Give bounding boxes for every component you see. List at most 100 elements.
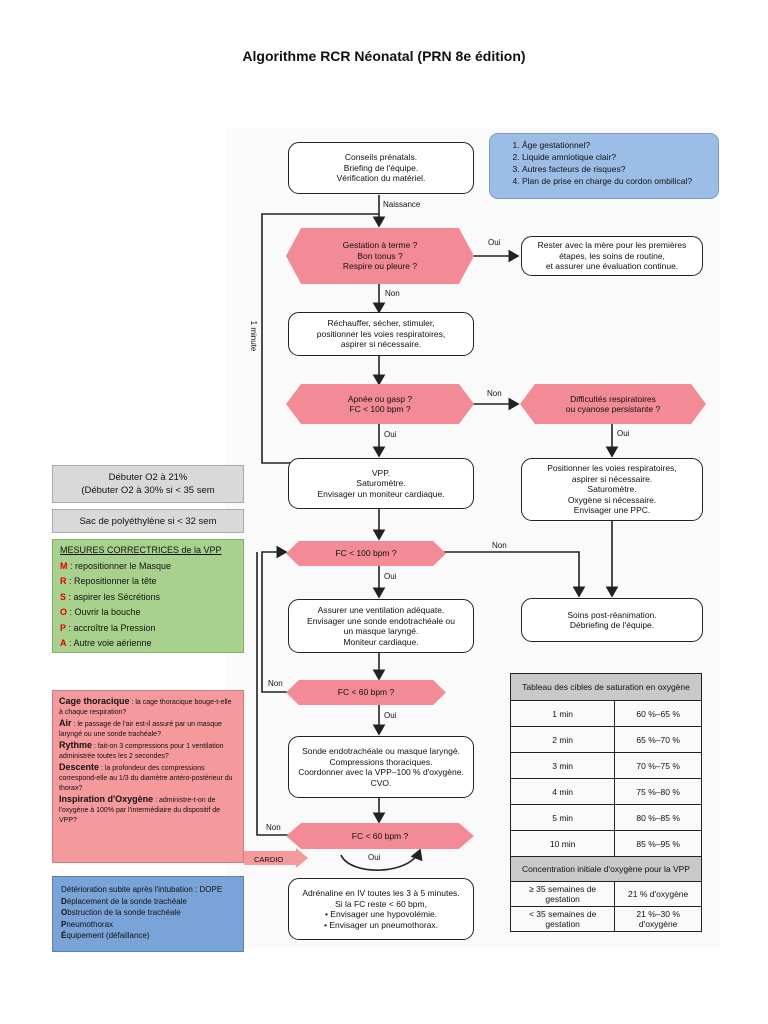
adrenaline-box: Adrénaline en IV toutes les 3 à 5 minute… [288,878,474,940]
table-cell: 21 % d'oxygène [614,881,702,907]
cardio-item: Cage thoracique : la cage thoracique bou… [59,696,237,718]
table-cell: 80 %–85 % [614,804,702,831]
mr-sopa-item: A : Autre voie aérienne [60,636,236,652]
cardio-box: Cage thoracique : la cage thoracique bou… [52,690,244,863]
table-cell: < 35 semaines de gestation [509,906,616,932]
cardio-key: Cage thoracique [59,696,130,706]
mr-sopa-text: : accroître la Pression [66,622,156,633]
box-line: Saturomètre. [356,478,406,489]
cardio-text: : administre-t-on de l'oxygène à 100% pa… [59,797,221,824]
dope-item: Déplacement de la sonde trachéale [61,896,235,908]
box-line: • Envisager un pneumothorax. [323,919,438,930]
cardio-key: Rythme [59,740,93,750]
ventilation-box: Assurer une ventilation adéquate. Envisa… [288,599,474,653]
cardio-label: CARDIO [254,855,284,864]
box-line: Réchauffer, sécher, stimuler, [327,318,435,329]
dope-text: bstruction de la sonde trachéale [67,908,181,917]
decision-line: Gestation à terme ? [342,240,418,251]
table-cell: 60 %–65 % [614,700,702,727]
decision-line: ou cyanose persistante ? [565,404,661,414]
position-box: Positionner les voies respiratoires, asp… [521,458,703,521]
mr-sopa-text: : Repositionner la tête [66,576,157,586]
decision-line: Bon tonus ? [357,250,403,261]
box-line: Sonde endotrachéale ou masque laryngé. [302,746,460,756]
cardio-item: Air : le passage de l'air est-il assuré … [59,718,237,740]
mr-sopa-text: : aspirer les Sécrétions [66,591,161,602]
question-item: Liquide amniotique clair? [522,151,710,163]
dope-letter: É [61,931,67,940]
box-line: Oxygène si nécessaire. [567,494,657,505]
question-item: Plan de prise en charge du cordon ombili… [522,175,710,187]
box-line: Envisager une sonde endotrachéale ou [307,615,455,626]
dope-box: Détérioration subite après l'intubation … [52,876,244,952]
prenatal-box: Conseils prénatals. Briefing de l'équipe… [288,142,474,194]
arrow-q5-loop [261,545,288,693]
dope-text: quipement (défaillance) [66,931,150,940]
table-cell: 85 %–95 % [614,830,702,857]
non-label: Non [487,389,502,398]
dope-item: Pneumothorax [61,919,235,931]
mr-sopa-text: : Ouvrir la bouche [67,607,141,617]
oui-label: Oui [617,429,630,438]
table-cell: 2 min [509,726,616,753]
table-cell: 21 %–30 % d'oxygène [614,906,702,932]
table-cell: 1 min [509,700,616,727]
decision-apnea: Apnée ou gasp ? FC < 100 bpm ? [286,384,474,424]
cardio-item: Descente : la profondeur des compression… [59,762,237,794]
dope-letter: O [61,908,68,917]
decision-line: FC < 100 bpm ? [335,548,397,559]
mr-sopa-item: R : Repositionner la tête [60,574,236,590]
box-line: Compressions thoraciques. [329,756,433,767]
saturation-table: Tableau des cibles de saturation en oxyg… [509,673,702,932]
decision-line: Difficultés respiratoires [570,393,656,404]
mr-sopa-text: : repositionner le Masque [67,560,172,571]
mr-sopa-item: M : repositionner le Masque [60,559,236,575]
cardio-text: : la profondeur des compressions corresp… [59,765,233,792]
decision-line: Respire ou pleure ? [342,261,418,272]
mother-box: Rester avec la mère pour les premières é… [521,236,703,276]
table-cell: ≥ 35 semaines de gestation [509,881,616,907]
table-cell: 70 %–75 % [614,752,702,779]
one-minute-label: 1 minute [249,320,258,352]
box-line: et assurer une évaluation continue. [545,261,679,272]
polyethylene-box: Sac de polyéthylène si < 32 sem [52,509,244,533]
box-line: CVO. [370,777,392,788]
polyethylene-text: Sac de polyéthylène si < 32 sem [79,515,217,527]
questions-box: Âge gestationnel? Liquide amniotique cla… [489,133,719,199]
box-line: aspirer si nécessaire. [571,473,653,484]
post-resuscitation-box: Soins post-réanimation. Débriefing de l'… [521,598,703,642]
box-line: Saturomètre. [587,484,637,495]
box-line: un masque laryngé. [343,626,419,636]
cardio-item: Inspiration d'Oxygène : administre-t-on … [59,794,237,826]
oui-label: Oui [368,853,381,862]
vpp-box: VPP. Saturomètre. Envisager un moniteur … [288,458,474,509]
arrow-q6-loop [256,552,288,836]
mr-sopa-text: : Autre voie aérienne [66,638,152,648]
cardio-item: Rythme : fait-on 3 compressions pour 1 v… [59,740,237,762]
decision-fc-60-second: FC < 60 bpm ? [286,823,474,849]
table-cell: 5 min [509,804,616,831]
non-label: Non [492,541,507,550]
non-label: Non [266,823,281,832]
box-line: • Envisager une hypovolémie. [324,909,438,919]
box-line: Soins post-réanimation. [567,609,657,620]
dope-text: éplacement de la sonde trachéale [66,896,187,906]
dope-text: neumothorax [66,919,114,929]
warm-box: Réchauffer, sécher, stimuler, positionne… [288,312,474,356]
oui-label: Oui [384,572,397,581]
o2-line: Débuter O2 à 21% [108,472,188,483]
table-cell: 4 min [509,778,616,805]
cardio-text: : le passage de l'air est-il assuré par … [59,721,222,738]
table-cell: 75 %–80 % [614,778,702,805]
mr-sopa-box: MESURES CORRECTRICES de la VPP M : repos… [52,539,244,653]
cardio-key: Air [59,718,72,728]
box-line: Coordonner avec la VPP–100 % d'oxygène. [298,767,464,777]
page-title: Algorithme RCR Néonatal (PRN 8e édition) [242,48,526,64]
mr-sopa-key: R [60,576,67,586]
mr-sopa-key: O [60,607,68,617]
mr-sopa-key: A [60,638,67,648]
table-cell: 10 min [509,830,616,857]
box-line: positionner les voies respiratoires, [316,328,446,339]
box-line: Moniteur cardiaque. [343,636,419,647]
